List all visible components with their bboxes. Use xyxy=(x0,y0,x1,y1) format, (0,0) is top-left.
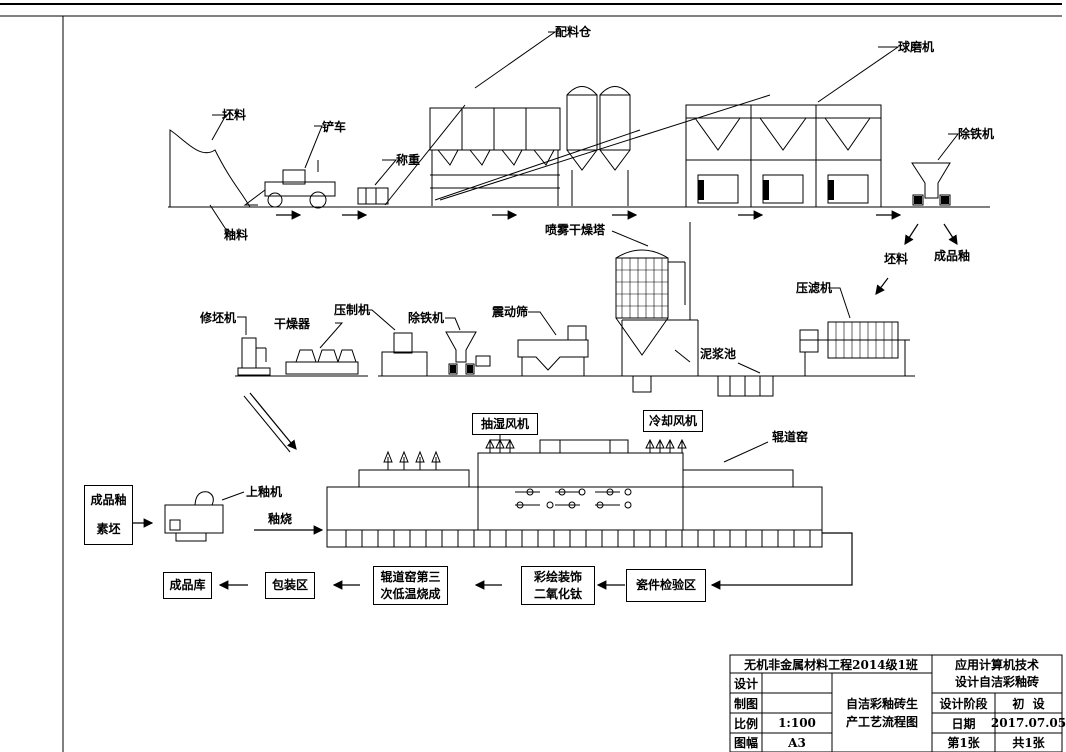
iron-remover-icon xyxy=(911,162,951,206)
title-scale-value: 1:100 xyxy=(778,716,816,730)
inspection-box: 瓷件检验区 xyxy=(626,569,706,602)
low-temp-line2: 次低温烧成 xyxy=(380,586,441,601)
solid-block-marks xyxy=(450,180,949,373)
title-stage-label: 设计阶段 xyxy=(939,696,988,711)
title-scale-label: 比例 xyxy=(733,716,758,731)
low-temp-line1: 辊道窑第三 xyxy=(380,569,441,584)
label-loader: 铲车 xyxy=(322,120,347,134)
title-block-lines xyxy=(729,654,1063,752)
spray-dryer-icon xyxy=(615,222,699,393)
label-slurry-pool: 泥浆池 xyxy=(700,347,737,361)
title-date-value: 2017.07.05 xyxy=(990,716,1066,730)
label-glaze-material: 釉料 xyxy=(224,228,249,242)
roller-kiln-icon xyxy=(326,432,823,548)
label-weighing: 称重 xyxy=(396,153,421,167)
warehouse-box: 成品库 xyxy=(163,572,212,599)
title-date-label: 日期 xyxy=(951,716,976,731)
label-spray-dryer: 喷雾干燥塔 xyxy=(545,223,606,237)
ball-mills-icon xyxy=(685,104,882,207)
title-drawing-title-line2: 产工艺流程图 xyxy=(845,714,918,729)
title-drawing-label: 制图 xyxy=(733,696,758,711)
label-press: 压制机 xyxy=(334,303,371,317)
title-school: 无机非金属材料工程2014级1班 xyxy=(744,657,918,672)
label-glazing-machine: 上釉机 xyxy=(246,485,283,499)
label-ball-mill: 球磨机 xyxy=(898,40,935,54)
title-course: 应用计算机技术 设计自洁彩釉砖 xyxy=(932,655,1062,693)
press-icon xyxy=(381,332,428,377)
low-temp-firing-box: 辊道窑第三 次低温烧成 xyxy=(373,566,448,605)
packaging-box: 包装区 xyxy=(265,572,315,599)
title-total-label: 共1张 xyxy=(1012,736,1045,750)
label-iron-remover-mid: 除铁机 xyxy=(408,311,445,325)
fan-dehumid-box: 抽湿风机 xyxy=(472,413,538,435)
label-finished-glaze: 成品釉 xyxy=(934,249,971,263)
trimmer-icon xyxy=(237,337,271,376)
title-course-line2: 设计自洁彩釉砖 xyxy=(954,675,1039,689)
input-box: 成品釉 素坯 xyxy=(84,485,133,545)
title-sheet-label: 图幅 xyxy=(733,736,758,750)
title-stage-value: 初 设 xyxy=(1012,696,1045,711)
dryer-icon xyxy=(285,349,359,375)
title-drawing-title-line1: 自洁彩釉砖生 xyxy=(845,696,918,711)
decoration-line1: 彩绘装饰 xyxy=(533,569,582,584)
weighing-icon xyxy=(357,104,466,206)
material-pile xyxy=(169,129,251,208)
kiln-leader xyxy=(723,441,769,463)
label-filter-press: 压滤机 xyxy=(796,281,833,295)
title-drawing-title: 自洁彩釉砖生 产工艺流程图 xyxy=(832,673,932,752)
label-batching-bin: 配料仓 xyxy=(555,25,592,39)
label-dryer: 干燥器 xyxy=(274,317,311,331)
label-glaze-firing: 釉烧 xyxy=(268,512,293,526)
label-vibrating-screen: 震动筛 xyxy=(492,305,529,319)
filter-press-icon xyxy=(799,321,910,376)
label-roller-kiln: 辊道窑 xyxy=(772,430,809,444)
decoration-box: 彩绘装饰 二氧化钛 xyxy=(521,566,595,605)
label-blank-output: 坯料 xyxy=(884,252,909,266)
title-course-line1: 应用计算机技术 xyxy=(954,658,1039,672)
silos-icon xyxy=(439,86,771,206)
vibrating-screen-icon xyxy=(517,325,589,376)
glazing-machine-icon xyxy=(164,491,245,542)
iron-remover-mid-icon xyxy=(445,331,491,375)
label-iron-remover-top: 除铁机 xyxy=(958,127,995,141)
batching-bin-icon xyxy=(429,107,641,206)
title-page-label: 第1张 xyxy=(947,736,980,750)
decoration-line2: 二氧化钛 xyxy=(533,586,582,601)
title-sheet-value: A3 xyxy=(788,735,806,750)
loader-icon xyxy=(243,160,336,209)
label-trimmer: 修坯机 xyxy=(200,311,237,325)
title-design-label: 设计 xyxy=(733,676,758,691)
label-body-material: 坯料 xyxy=(222,108,247,122)
input-line1: 成品釉 xyxy=(90,493,127,507)
fan-cooling-box: 冷却风机 xyxy=(643,410,703,432)
input-line2: 素坯 xyxy=(96,522,121,536)
slurry-pool-icon xyxy=(717,375,774,397)
